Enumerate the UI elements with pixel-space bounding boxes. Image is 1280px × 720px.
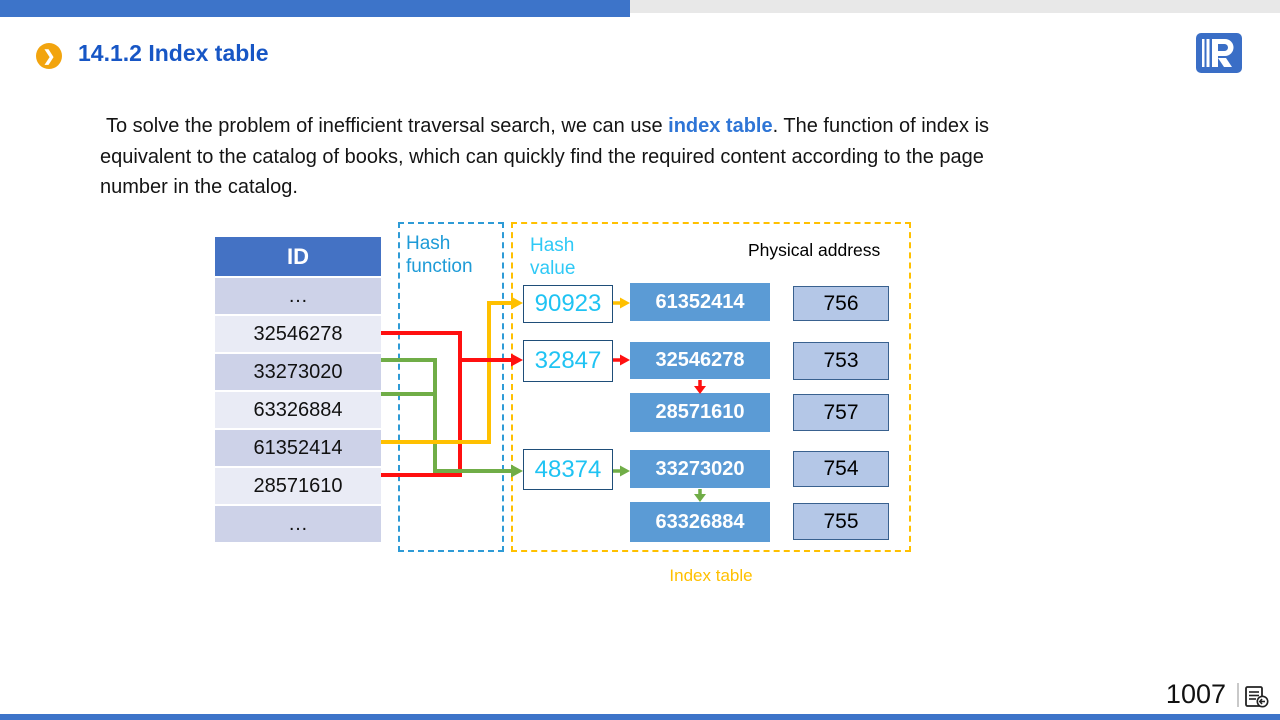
hash-function-label: Hash function — [406, 233, 473, 277]
document-return-icon — [1245, 686, 1269, 708]
id-table-row: 63326884 — [215, 392, 381, 428]
record-box: 32546278 — [630, 342, 770, 379]
title-bullet-icon: ❯ — [36, 43, 62, 69]
chevron-right-icon: ❯ — [42, 48, 56, 65]
address-box: 754 — [793, 451, 889, 487]
index-table-caption: Index table — [669, 566, 753, 585]
paragraph-text-pre: To solve the problem of inefficient trav… — [106, 115, 669, 137]
hash-value-box: 48374 — [523, 449, 613, 490]
record-box: 33273020 — [630, 450, 770, 488]
paragraph-highlight: index table — [668, 115, 773, 137]
record-box: 28571610 — [630, 393, 770, 432]
id-table-row: 32546278 — [215, 316, 381, 352]
record-box: 61352414 — [630, 283, 770, 321]
id-table-row: … — [215, 278, 381, 314]
id-table-row: 61352414 — [215, 430, 381, 466]
address-box: 753 — [793, 342, 889, 380]
bottom-bar — [0, 714, 1280, 720]
id-table: ID … 32546278 33273020 63326884 61352414… — [215, 237, 381, 544]
record-box: 63326884 — [630, 502, 770, 542]
page-number: 1007 — [1165, 679, 1226, 709]
body-paragraph: To solve the problem of inefficient trav… — [100, 111, 1050, 203]
id-table-row: … — [215, 506, 381, 542]
id-table-row: 28571610 — [215, 468, 381, 504]
hash-value-label: Hash value — [530, 235, 576, 279]
address-box: 755 — [793, 503, 889, 540]
id-table-row: 33273020 — [215, 354, 381, 390]
id-table-header: ID — [215, 237, 381, 276]
hash-value-box: 32847 — [523, 340, 613, 382]
page-title: 14.1.2 Index table — [78, 40, 269, 66]
address-box: 757 — [793, 394, 889, 431]
physical-address-label: Physical address — [748, 240, 881, 260]
top-bar-gray — [630, 0, 1280, 13]
address-box: 756 — [793, 286, 889, 321]
top-bar-blue — [0, 0, 630, 17]
brand-logo-icon — [1196, 33, 1242, 73]
hash-value-box: 90923 — [523, 285, 613, 323]
footer-divider — [1237, 683, 1239, 707]
paragraph-text-post: . The function of index is equivalent to… — [100, 115, 990, 198]
